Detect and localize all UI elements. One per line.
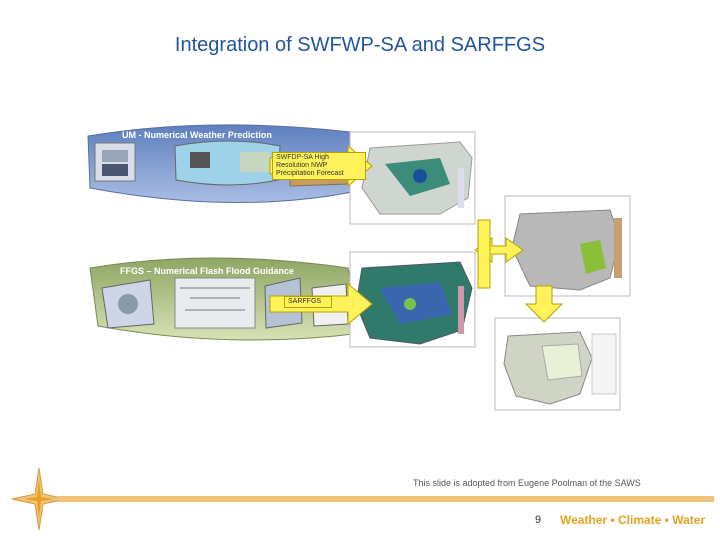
integration-diagram <box>87 124 631 411</box>
page-number: 9 <box>535 514 542 526</box>
map-sarffgs <box>349 251 476 348</box>
slide-title: Integration of SWFWP-SA and SARFFGS <box>174 34 546 56</box>
arrow-down <box>524 285 564 323</box>
nwp-panel-title: UM - Numerical Weather Prediction <box>122 130 272 140</box>
map-forecast <box>349 131 476 225</box>
nwp-panel-label: SWFDP-SA High Resolution NWP Precipitati… <box>272 152 366 180</box>
slide-credit: This slide is adopted from Eugene Poolma… <box>413 478 641 488</box>
map-output <box>494 317 621 411</box>
ffgs-panel-label: SARFFGS <box>284 296 332 308</box>
footer-rule <box>58 496 714 502</box>
map-ffg <box>504 195 631 297</box>
brand-text: Weather • Climate • Water <box>560 513 706 527</box>
nwp-panel <box>87 124 363 204</box>
compass-star-logo <box>11 467 67 531</box>
ffgs-panel-title: FFGS – Numerical Flash Flood Guidance <box>120 266 295 276</box>
